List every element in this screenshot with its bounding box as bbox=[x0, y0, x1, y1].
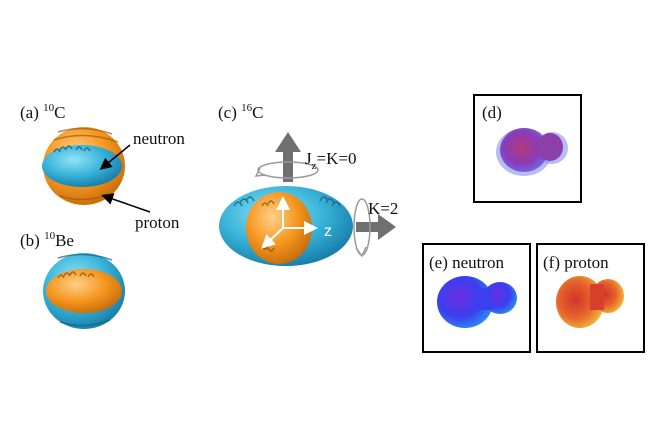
panel-c-label: (c) 16C bbox=[218, 102, 263, 122]
proton-annotation: proton bbox=[135, 213, 180, 232]
proton-lines-b bbox=[57, 271, 95, 279]
neutron-lines-a bbox=[53, 145, 91, 153]
jz-annotation: Jz=K=0 bbox=[305, 149, 356, 172]
panel-a-label: (a) 10C bbox=[20, 102, 65, 122]
neutron-annotation: neutron bbox=[133, 129, 185, 148]
panel-b-label: (b) 10Be bbox=[20, 230, 74, 250]
proton-density bbox=[556, 276, 624, 328]
panel-c: (c) 16C Jz=K=0 z K=2 bbox=[218, 102, 398, 266]
jz-rotation-arrowhead bbox=[254, 167, 267, 177]
panel-f-label: (f) proton bbox=[543, 253, 609, 272]
panel-b: (b) 10Be bbox=[20, 230, 125, 329]
panel-e-label: (e) neutron bbox=[429, 253, 505, 272]
neutron-ellipsoid-a bbox=[42, 145, 122, 187]
density-combined bbox=[496, 128, 568, 176]
panel-d-label: (d) bbox=[482, 103, 502, 122]
neutron-pointer-arrow bbox=[99, 144, 131, 170]
z-axis-label: z bbox=[324, 223, 332, 240]
jz-arrow bbox=[275, 132, 301, 182]
panel-e: (e) neutron bbox=[422, 243, 531, 353]
ring-lines-b bbox=[57, 253, 113, 327]
panel-d: (d) bbox=[473, 94, 582, 203]
panel-f: (f) proton bbox=[536, 243, 645, 353]
k2-annotation: K=2 bbox=[368, 199, 398, 218]
k2-arrow bbox=[356, 214, 396, 240]
proton-pointer-arrow bbox=[101, 193, 151, 213]
k2-rotation-arrowhead bbox=[355, 246, 367, 258]
neutron-density bbox=[437, 276, 517, 328]
proton-ellipsoid-b bbox=[46, 269, 122, 313]
axis-x-arrow bbox=[261, 227, 284, 249]
neutron-lines-c bbox=[233, 196, 341, 207]
jz-rotation-ring bbox=[257, 161, 319, 179]
panel-a: (a) 10C neutron proton bbox=[20, 102, 185, 232]
